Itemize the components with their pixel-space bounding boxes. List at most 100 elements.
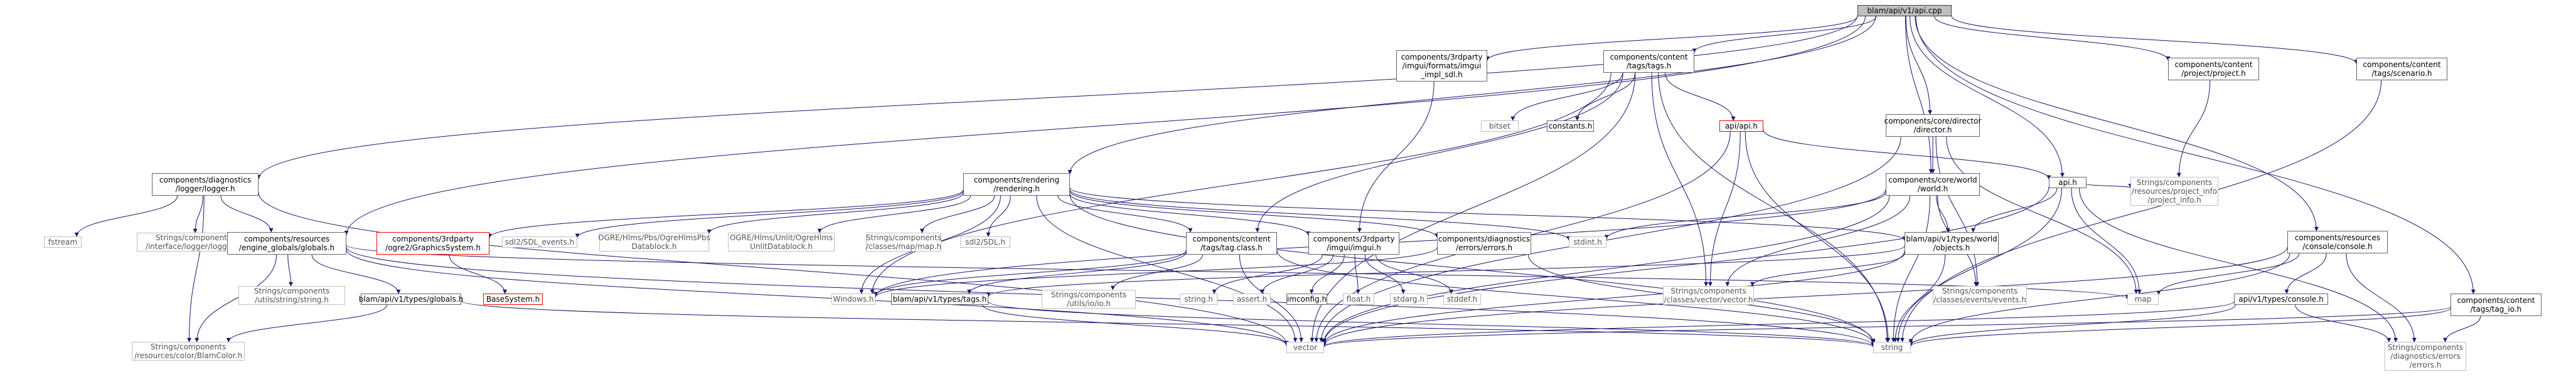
graph-node[interactable]: Strings/components/utils/string/string.h	[238, 286, 345, 305]
dependency-edge	[1905, 16, 1933, 115]
graph-node[interactable]: components/core/director/director.h	[1884, 114, 1981, 137]
node-label-line: float.h	[1346, 295, 1371, 304]
graph-node[interactable]: components/content/project/project.h	[2168, 58, 2259, 80]
graph-node[interactable]: Strings/components/classes/events/events…	[1933, 286, 2027, 305]
node-label-line: blam/api/v1/types/world	[1906, 235, 1997, 243]
graph-node[interactable]: sdl2/SDL_events.h	[502, 236, 577, 248]
node-label-line: Strings/components	[1050, 290, 1127, 299]
graph-node[interactable]: components/3rdparty/imgui/imgui.h	[1308, 232, 1399, 255]
dependency-edge	[2071, 188, 2142, 294]
graph-node[interactable]: stddef.h	[1443, 294, 1481, 305]
dependency-edge	[1891, 195, 1930, 342]
graph-node[interactable]: Strings/components/classes/vector/vector…	[1663, 286, 1754, 305]
dependency-edge	[1322, 301, 2235, 347]
node-label-line: Strings/components	[254, 287, 330, 295]
dependency-edge	[258, 192, 1289, 346]
dependency-edge	[287, 254, 294, 287]
node-label-line: components/content	[2457, 296, 2535, 305]
dependency-edge	[575, 191, 964, 238]
node-label-line: imconfig.h	[1286, 295, 1327, 304]
dependency-edge	[449, 254, 508, 294]
graph-node[interactable]: components/rendering/rendering.h	[963, 173, 1070, 196]
dependency-edge	[1905, 16, 1933, 174]
dependency-edge	[1908, 307, 2451, 347]
graph-node[interactable]: Strings/components/diagnostics/errors/er…	[2385, 342, 2466, 371]
dependency-edge	[873, 247, 1438, 298]
dependency-edge	[986, 195, 1011, 237]
graph-node[interactable]: assert.h	[1233, 294, 1271, 305]
dependency-edge	[1908, 304, 2237, 346]
graph-node[interactable]: components/3rdparty/imgui/formats/imgui_…	[1396, 50, 1487, 82]
node-label-line: /tags/tags.h	[1626, 61, 1672, 70]
graph-node[interactable]: components/content/tags/scenario.h	[2356, 58, 2447, 80]
graph-node[interactable]: stdarg.h	[1390, 294, 1428, 305]
graph-node[interactable]: Windows.h	[831, 294, 875, 305]
node-label-line: vector	[1293, 343, 1318, 352]
graph-node[interactable]: Strings/components/utils/io/io.h	[1042, 290, 1136, 309]
node-label-line: constants.h	[1548, 122, 1593, 130]
graph-node[interactable]: blam/api/v1/types/globals.h	[358, 294, 464, 305]
node-label-line: /ogre2/GraphicsSystem.h	[385, 243, 481, 252]
node-label-line: /diagnostics/errors	[2390, 352, 2461, 361]
node-label-line: fstream	[48, 238, 78, 247]
dependency-edge	[1935, 136, 1980, 287]
graph-node[interactable]: components/resources/console/console.h	[2287, 231, 2388, 253]
dependency-edge	[1069, 187, 1907, 241]
dependency-edge	[1212, 254, 1323, 294]
graph-node[interactable]: float.h	[1343, 294, 1374, 305]
graph-node[interactable]: api.h	[2049, 177, 2087, 188]
graph-node[interactable]: stdint.h	[1569, 236, 1606, 248]
dependency-edge	[1322, 186, 2050, 344]
graph-node[interactable]: map	[2127, 294, 2159, 305]
graph-node[interactable]: constants.h	[1547, 120, 1594, 132]
graph-node[interactable]: blam/api/v1/types/world/objects.h	[1905, 232, 1999, 255]
graph-node[interactable]: components/resources/engine_globals/glob…	[227, 232, 346, 255]
graph-node: blam/api/v1/api.cpp	[1857, 5, 1952, 16]
graph-node[interactable]: components/content/tags/tag_io.h	[2450, 294, 2541, 316]
graph-node[interactable]: Strings/components/resources/project_inf…	[2130, 177, 2218, 206]
dependency-edge	[988, 301, 1876, 347]
graph-node[interactable]: components/content/tags/tag.class.h	[1186, 232, 1277, 255]
graph-node[interactable]: Strings/components/classes/map/map.h	[866, 233, 941, 252]
graph-node[interactable]: components/content/tags/tags.h	[1603, 50, 1694, 73]
dependency-edge	[311, 254, 401, 294]
graph-node[interactable]: string	[1873, 342, 1911, 353]
node-label-line: components/content	[2174, 60, 2253, 69]
dependency-edge	[220, 195, 274, 233]
dependency-edge	[346, 249, 1289, 346]
graph-node[interactable]: fstream	[44, 236, 82, 248]
dependency-edge	[74, 195, 178, 237]
graph-node[interactable]: components/core/world/world.h	[1886, 173, 1980, 196]
node-label-line: Windows.h	[833, 295, 874, 304]
node-label-line: sdl2/SDL_events.h	[505, 238, 575, 247]
node-label-line: /resources/project_info	[2131, 187, 2218, 196]
graph-node[interactable]: vector	[1286, 342, 1324, 353]
graph-node[interactable]: bitset	[1481, 120, 1519, 132]
graph-node[interactable]: components/diagnostics/errors/errors.h	[1437, 232, 1531, 255]
dependency-edge	[1067, 16, 1876, 175]
graph-node[interactable]: sdl2/SDL.h	[960, 236, 1010, 248]
graph-node[interactable]: api/api.h	[1719, 120, 1763, 132]
node-label-line: /project_info.h	[2147, 196, 2201, 204]
dependency-edge	[1915, 16, 2319, 231]
graph-node[interactable]: Strings/components/resources/color/BlamC…	[132, 342, 245, 361]
graph-node[interactable]: imconfig.h	[1286, 294, 1327, 305]
node-label-line: blam/api/v1/types/globals.h	[358, 295, 464, 304]
dependency-edge	[1069, 193, 1311, 236]
dependency-edge	[707, 193, 964, 234]
node-label-line: components/3rdparty	[1313, 235, 1395, 243]
dependency-edge	[1750, 253, 1905, 287]
graph-node[interactable]: BaseSystem.h	[483, 294, 543, 305]
graph-node[interactable]: string.h	[1180, 294, 1217, 305]
graph-node[interactable]: api/v1/types/console.h	[2234, 294, 2328, 305]
dependency-edge	[1069, 194, 1876, 345]
graph-node[interactable]: blam/api/v1/types/tags.h	[891, 294, 988, 305]
dependency-edge	[1322, 251, 1905, 345]
node-label-line: stdint.h	[1573, 238, 1602, 247]
graph-node[interactable]: components/diagnostics/logger/logger.h	[152, 173, 259, 196]
graph-node[interactable]: components/3rdparty/ogre2/GraphicsSystem…	[377, 232, 489, 255]
